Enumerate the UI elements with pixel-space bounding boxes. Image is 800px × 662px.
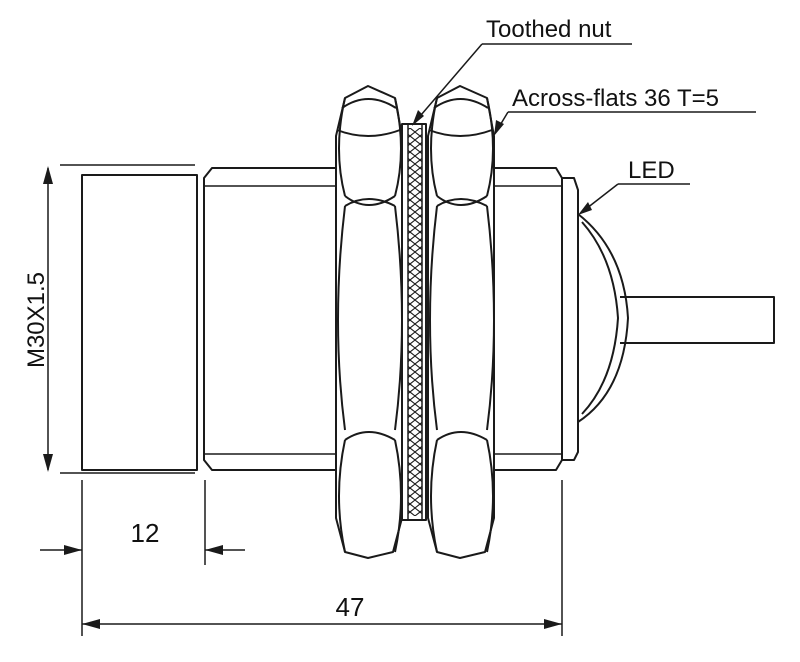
led-label: LED	[628, 157, 675, 184]
led-dome	[577, 213, 629, 423]
led-callout: LED	[578, 157, 690, 215]
thread-dimension-label: M30X1.5	[23, 272, 50, 368]
toothed-nut-label: Toothed nut	[486, 16, 612, 43]
rear-cap	[561, 177, 579, 461]
cable	[620, 296, 775, 344]
across-flats-label: Across-flats 36 T=5	[512, 85, 719, 112]
thread-dimension: M30X1.5	[23, 166, 53, 472]
front-length-label: 12	[131, 518, 160, 548]
toothed-nut	[401, 123, 427, 521]
overall-length-dimension: 47	[82, 480, 563, 636]
front-length-dimension: 12	[40, 480, 245, 636]
toothed-nut-callout: Toothed nut	[412, 16, 632, 126]
hex-nut-left	[335, 85, 403, 559]
across-flats-callout: Across-flats 36 T=5	[494, 85, 756, 136]
overall-length-label: 47	[336, 592, 365, 622]
sensor-face	[60, 164, 198, 474]
hex-nut-right	[427, 85, 495, 559]
